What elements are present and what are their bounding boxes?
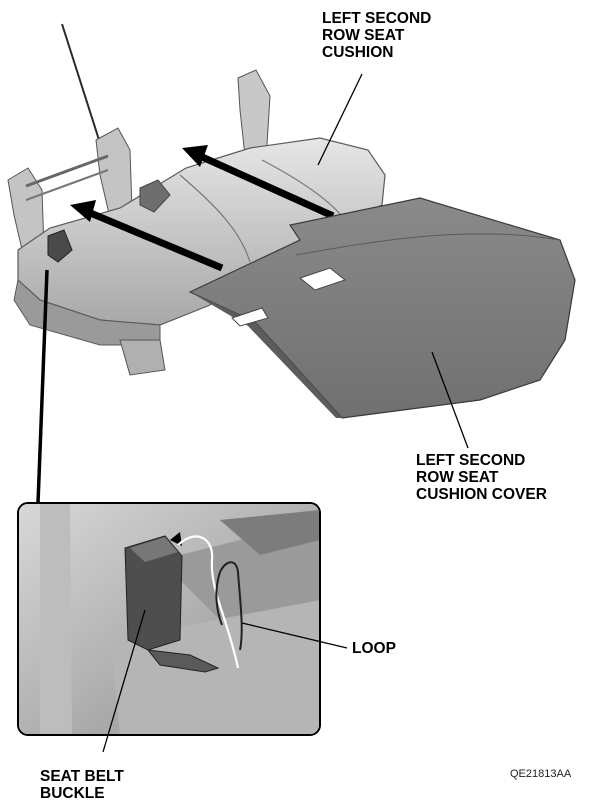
leader-lines [102, 73, 469, 753]
figure-code: QE21813AA [510, 768, 572, 780]
seat-frame [7, 23, 271, 259]
label-left-second-row-seat-cushion-cover: LEFT SECOND ROW SEAT CUSHION COVER [416, 452, 547, 503]
detail-inset [17, 502, 321, 736]
label-loop: LOOP [352, 640, 396, 657]
direction-arrows [70, 145, 335, 272]
label-left-second-row-seat-cushion: LEFT SECOND ROW SEAT CUSHION [322, 10, 432, 61]
inset-connector-line [36, 269, 49, 504]
seat-cushion [13, 137, 386, 376]
cushion-cover [188, 197, 576, 419]
label-seat-belt-buckle: SEAT BELT BUCKLE [40, 768, 124, 802]
